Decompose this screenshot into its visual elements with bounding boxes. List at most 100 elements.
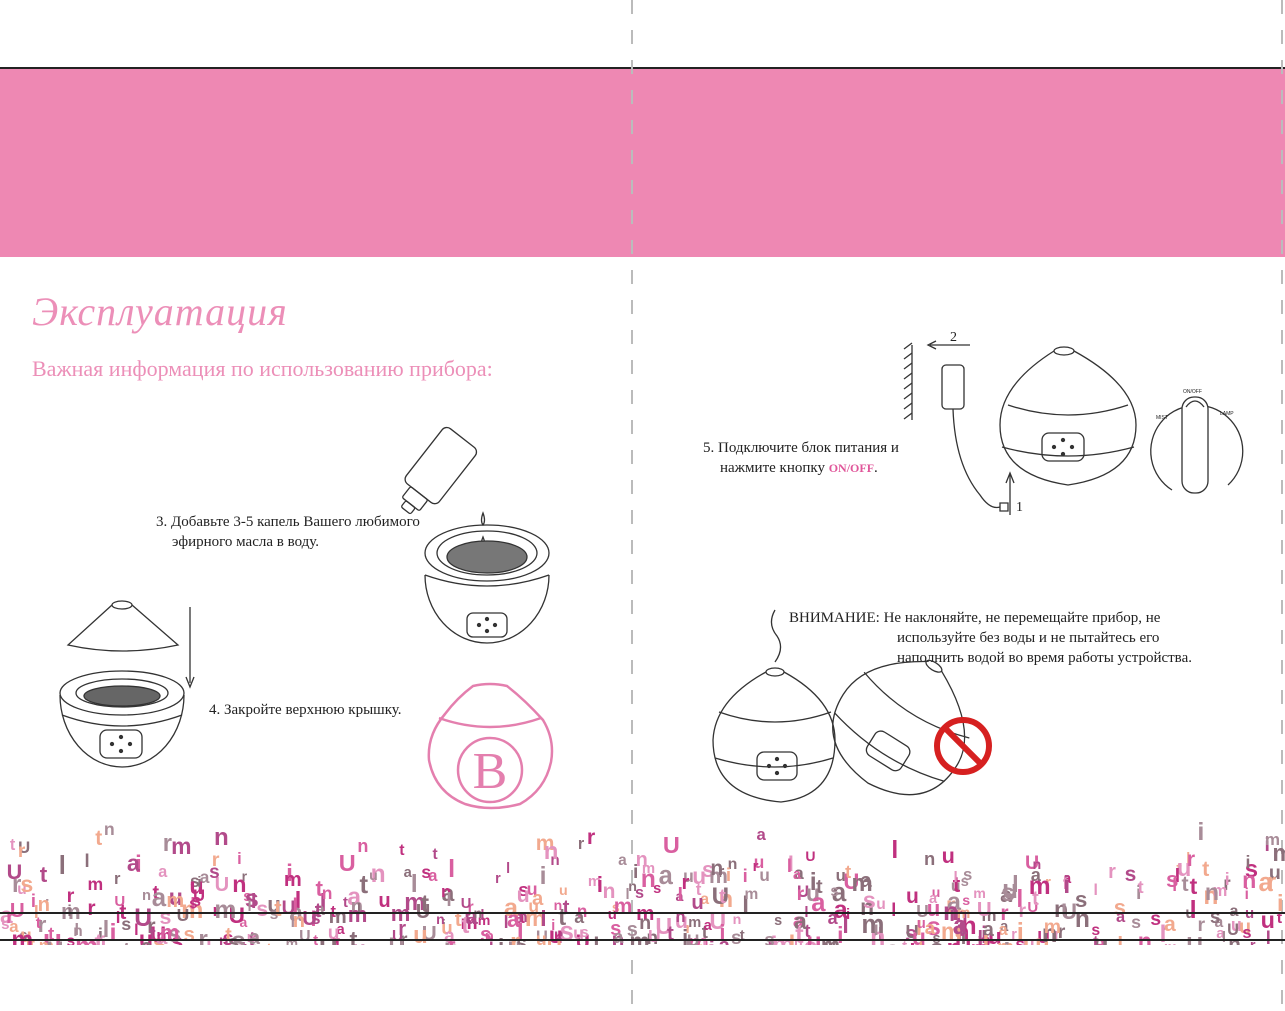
pattern-glyph: U: [1027, 898, 1039, 916]
pattern-glyph: s: [19, 927, 28, 944]
pattern-glyph: u: [1230, 915, 1242, 935]
pattern-glyph: t: [359, 871, 369, 900]
pattern-glyph: s: [189, 896, 198, 913]
pattern-glyph: a: [444, 926, 455, 945]
pattern-glyph: a: [1116, 908, 1126, 927]
pattern-glyph: t: [1176, 858, 1182, 878]
pattern-glyph: s: [926, 913, 941, 942]
pattern-glyph: a: [833, 896, 848, 925]
pattern-glyph: a: [248, 926, 260, 945]
pattern-glyph: m: [771, 930, 795, 945]
pattern-glyph: i: [101, 933, 107, 945]
panel-mist-label: MIST: [1156, 415, 1168, 421]
pattern-glyph: u: [950, 877, 961, 895]
page-subtitle: Важная информация по использованию прибо…: [32, 356, 493, 381]
pattern-glyph: a: [315, 899, 325, 920]
pattern-glyph: m: [61, 899, 81, 925]
pattern-glyph: n: [1054, 896, 1069, 923]
step5-text: нажмите кнопку: [720, 460, 825, 476]
pattern-glyph: s: [830, 883, 839, 901]
pattern-glyph: U: [1227, 921, 1239, 940]
panel-lamp-label: LAMP: [1220, 411, 1234, 417]
pattern-glyph: l: [357, 900, 361, 917]
pattern-glyph: s: [171, 929, 184, 945]
pattern-glyph: t: [315, 876, 324, 902]
pattern-glyph: a: [793, 908, 807, 935]
pattern-glyph: a: [9, 916, 19, 936]
pattern-glyph: U: [655, 913, 673, 940]
pattern-glyph: U: [843, 868, 860, 894]
pattern-glyph: m: [981, 905, 997, 925]
panel-onoff-label: ON/OFF: [1183, 389, 1202, 395]
pattern-glyph: n: [1032, 857, 1042, 874]
pattern-glyph: s: [479, 923, 492, 945]
pattern-glyph: s: [960, 873, 969, 890]
pattern-glyph: t: [454, 908, 462, 932]
pattern-glyph: r: [1011, 927, 1017, 944]
pattern-glyph: t: [349, 928, 358, 945]
pattern-glyph: U: [1061, 899, 1077, 925]
pattern-glyph: U: [905, 920, 919, 942]
pattern-glyph: u: [267, 892, 281, 918]
pattern-glyph: l: [786, 856, 792, 877]
pattern-glyph: a: [532, 887, 544, 910]
pattern-glyph: t: [1202, 857, 1210, 882]
pattern-glyph: n: [1204, 878, 1219, 905]
pattern-glyph: s: [190, 870, 200, 891]
pattern-glyph: n: [646, 927, 659, 945]
pattern-glyph: n: [577, 901, 587, 922]
pattern-glyph: l: [842, 912, 849, 939]
pattern-glyph: m: [688, 915, 702, 932]
pattern-glyph: a: [756, 824, 766, 844]
pattern-glyph: r: [37, 911, 47, 937]
pattern-glyph: i: [30, 890, 36, 912]
pattern-glyph: U: [1024, 852, 1040, 875]
trim-line: [1281, 0, 1283, 1011]
pattern-glyph: s: [167, 920, 182, 945]
pattern-glyph: u: [753, 852, 765, 873]
pattern-glyph: a: [947, 888, 961, 917]
pattern-glyph: m: [1028, 872, 1051, 900]
pattern-glyph: m: [1043, 916, 1062, 939]
pattern-glyph: n: [550, 852, 560, 870]
pattern-glyph: a: [1164, 913, 1176, 937]
pattern-glyph: m: [587, 872, 602, 890]
pattern-glyph: n: [1242, 867, 1257, 894]
pattern-glyph: r: [1057, 921, 1066, 944]
pattern-glyph: a: [336, 922, 345, 939]
fold-line: [631, 0, 633, 1011]
pattern-glyph: i: [981, 921, 988, 945]
pattern-glyph: l: [1093, 882, 1098, 900]
step5-line2: нажмите кнопку ON/OFF.: [720, 458, 878, 478]
pattern-glyph: u: [350, 939, 362, 945]
pattern-glyph: r: [524, 903, 535, 932]
pattern-glyph: n: [543, 837, 559, 865]
pattern-glyph: s: [580, 925, 589, 942]
pattern-glyph: u: [413, 921, 428, 945]
pattern-glyph: a: [827, 908, 838, 929]
pattern-glyph: m: [283, 868, 302, 891]
pattern-glyph: m: [214, 897, 237, 924]
pattern-glyph: U: [535, 928, 548, 945]
pattern-glyph: U: [193, 887, 205, 906]
pattern-glyph: l: [206, 939, 212, 945]
pattern-glyph: t: [122, 938, 130, 945]
pattern-glyph: u: [20, 926, 32, 945]
pattern-glyph: m: [629, 928, 650, 945]
pattern-glyph: a: [1000, 918, 1009, 935]
pattern-glyph: a: [514, 907, 525, 928]
pattern-glyph: l: [960, 926, 967, 945]
pattern-glyph: u: [926, 896, 941, 922]
pattern-glyph: i: [725, 863, 732, 885]
pattern-glyph: l: [102, 916, 110, 943]
pattern-glyph: l: [58, 851, 66, 880]
pattern-glyph: r: [1267, 868, 1276, 894]
pattern-glyph: r: [113, 870, 121, 889]
pattern-glyph: U: [916, 900, 929, 921]
pattern-glyph: s: [516, 932, 526, 945]
pattern-glyph: m: [404, 889, 426, 917]
pattern-glyph: l: [410, 869, 418, 898]
pattern-glyph: a: [465, 903, 478, 929]
pattern-glyph: t: [225, 923, 232, 945]
pattern-glyph: t: [399, 841, 405, 859]
